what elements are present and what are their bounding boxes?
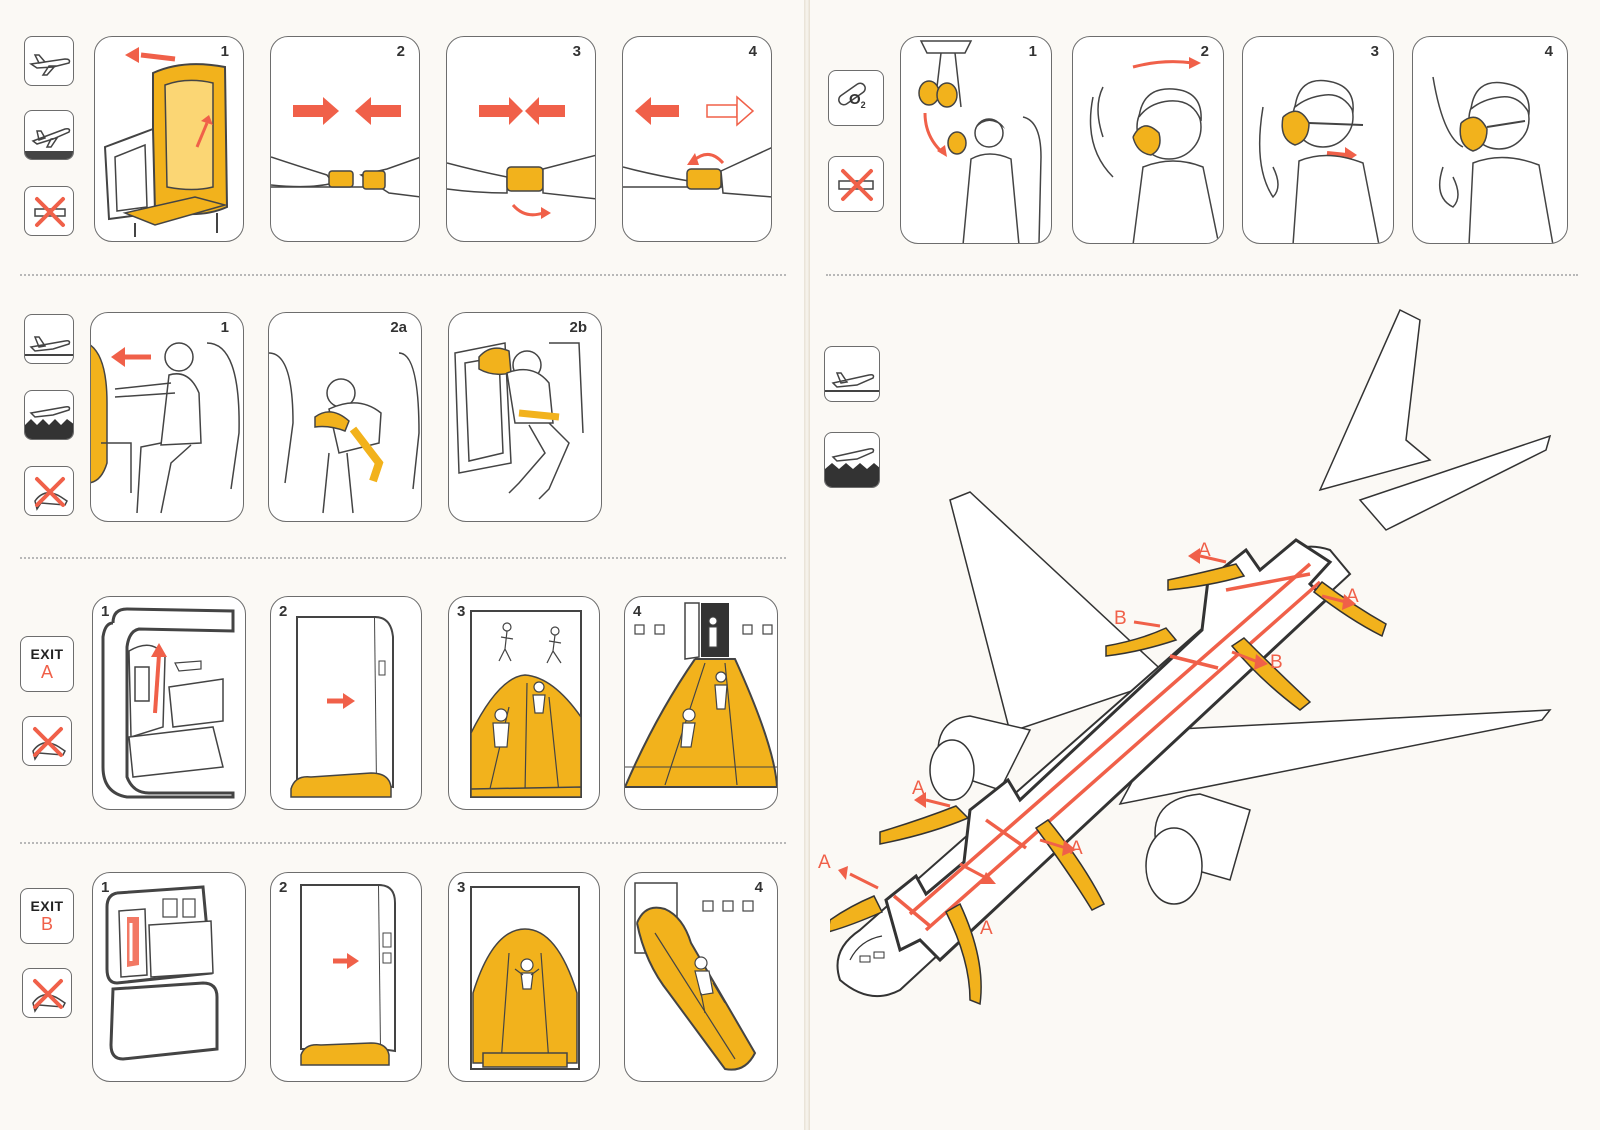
exit-code: A [40,661,53,682]
step-number: 4 [633,603,642,620]
exit-b-step-4-panel: 4 [624,872,778,1082]
brace-step-2a-panel: 2a [268,312,422,522]
seat-belt-step-2-panel: 2 [270,36,420,242]
seat-belt-step-3-panel: 3 [446,36,596,242]
brace-step-2b-panel: 2b [448,312,602,522]
step-number: 4 [1544,43,1553,60]
airplane-landing-icon [24,110,74,160]
oxygen-step-1-panel: 1 [900,36,1052,244]
exit-map-label: B [1114,608,1127,629]
oxygen-step-3-panel: 3 [1242,36,1394,244]
step-number: 3 [572,43,581,60]
brace-step-1-panel: 1 [90,312,244,522]
exit-map-label: A [1198,540,1211,561]
oxygen-step-4-panel: 4 [1412,36,1568,244]
section-divider [20,274,786,276]
no-high-heels-icon [24,466,74,516]
step-number: 2b [569,319,587,336]
step-number: 1 [101,879,110,896]
exit-a-step-4-panel: 4 [624,596,778,810]
step-number: 3 [457,879,466,896]
exit-map-label: A [980,918,993,939]
card-fold [804,0,810,1130]
exit-a-label: EXIT A [20,636,74,692]
exit-b-step-2-panel: 2 [270,872,422,1082]
section-divider [20,557,786,559]
exit-map-label: A [912,778,925,799]
step-number: 1 [1028,43,1037,60]
step-number: 1 [101,603,110,620]
exit-b-label: EXIT B [20,888,74,944]
step-number: 3 [1370,43,1379,60]
exit-b-step-1-panel: 1 [92,872,246,1082]
crash-landing-icon [24,314,74,364]
exit-a-step-1-panel: 1 [92,596,246,810]
no-smoking-icon [828,156,884,212]
exit-word: EXIT [30,645,64,662]
exit-word: EXIT [30,897,64,914]
crash-landing-icon [824,346,880,402]
water-landing-icon [24,390,74,440]
exit-code: B [40,913,53,934]
step-number: 2 [1200,43,1209,60]
no-high-heels-icon [22,968,72,1018]
step-number: 1 [220,319,229,336]
airplane-icon [24,36,74,86]
exit-a-step-2-panel: 2 [270,596,422,810]
water-landing-icon [824,432,880,488]
exit-map-label: A [818,852,831,873]
exit-map-label: A [1346,586,1359,607]
step-number: 4 [754,879,763,896]
oxygen-step-2-panel: 2 [1072,36,1224,244]
section-divider [826,274,1578,276]
step-number: 3 [457,603,466,620]
seat-belt-step-4-panel: 4 [622,36,772,242]
aircraft-exit-map: A A B B A A A A [818,300,1570,1035]
exit-map-label: A [1070,838,1083,859]
step-number: 4 [748,43,757,60]
step-number: 2 [279,879,288,896]
no-high-heels-icon [22,716,72,766]
exit-b-step-3-panel: 3 [448,872,600,1082]
no-smoking-icon [24,186,74,236]
step-number: 2a [390,319,407,336]
step-number: 2 [396,43,405,60]
step-number: 1 [220,43,229,60]
exit-a-step-3-panel: 3 [448,596,600,810]
step-number: 2 [279,603,288,620]
exit-map-label: B [1270,652,1283,673]
oxygen-bottle-icon: O2 [828,70,884,126]
section-divider [20,842,786,844]
seat-belt-step-1-panel: 1 [94,36,244,242]
oxygen-symbol: O2 [849,91,866,110]
